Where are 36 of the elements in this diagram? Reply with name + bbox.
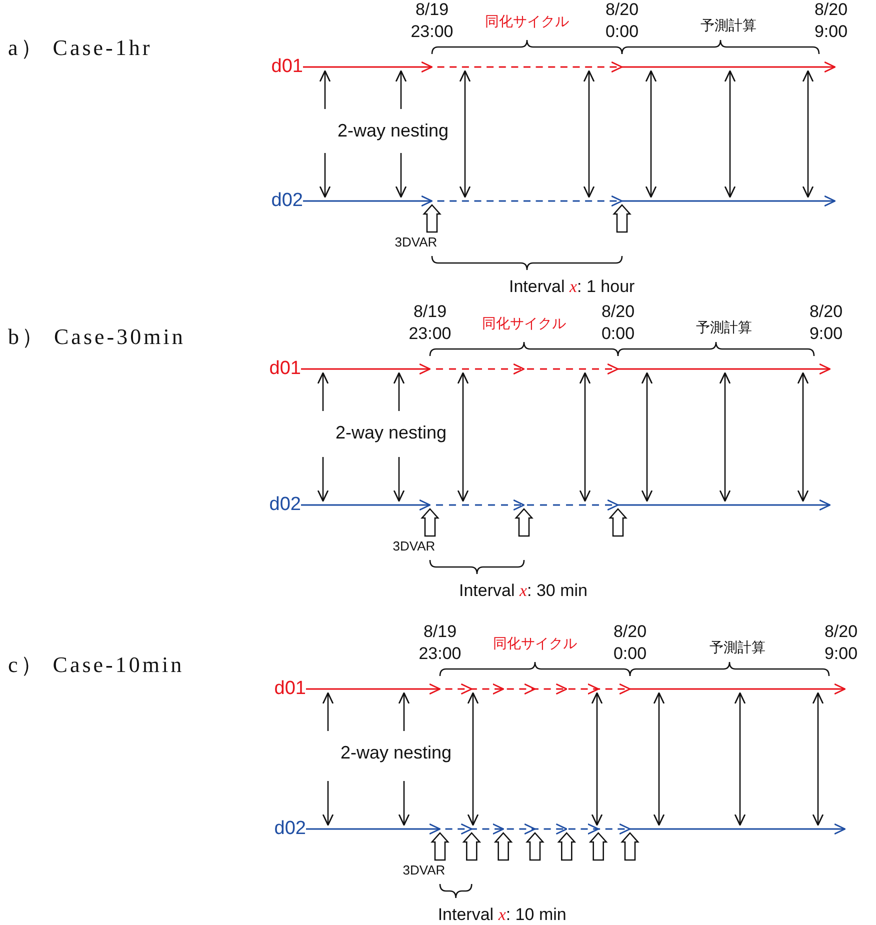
interval-label: Interval x: 10 min: [438, 905, 566, 925]
date-label: 8/19 23:00: [408, 301, 452, 345]
date-label: 8/20 0:00: [600, 301, 636, 345]
interval-label: Interval x: 30 min: [459, 581, 588, 601]
domain-label: d02: [271, 190, 303, 212]
phase-label: 同化サイクル: [482, 315, 566, 333]
phase-label: 予測計算: [696, 319, 752, 337]
timeline-arrow: [301, 500, 830, 510]
method-label: 3DVAR: [402, 862, 446, 878]
date-label: 8/19 23:00: [418, 621, 462, 665]
date-label: 8/20 0:00: [612, 621, 648, 665]
date-label: 8/19 23:00: [410, 0, 454, 43]
panel-title: a） Case-1hr: [8, 34, 152, 62]
phase-label: 同化サイクル: [493, 635, 577, 653]
timeline-arrow: [301, 364, 830, 374]
phase-label: 予測計算: [710, 639, 766, 657]
method-label: 3DVAR: [392, 538, 436, 554]
domain-label: d02: [269, 494, 301, 516]
domain-label: d02: [274, 818, 306, 840]
date-label: 8/20 9:00: [813, 0, 849, 43]
timeline-arrow: [306, 824, 846, 834]
date-label: 8/20 0:00: [604, 0, 640, 43]
panel-title: c） Case-10min: [8, 651, 184, 679]
timeline-arrow: [303, 62, 836, 72]
phase-label: 同化サイクル: [485, 13, 569, 31]
domain-label: d01: [274, 678, 306, 700]
interval-label: Interval x: 1 hour: [509, 277, 635, 297]
date-label: 8/20 9:00: [823, 621, 859, 665]
domain-label: d01: [269, 358, 301, 380]
date-label: 8/20 9:00: [808, 301, 844, 345]
phase-label: 予測計算: [700, 17, 756, 35]
timeline-arrow: [306, 684, 846, 694]
method-label: 3DVAR: [394, 234, 438, 250]
domain-label: d01: [271, 56, 303, 78]
timeline-arrow: [303, 196, 836, 206]
panel-title: b） Case-30min: [8, 323, 186, 351]
